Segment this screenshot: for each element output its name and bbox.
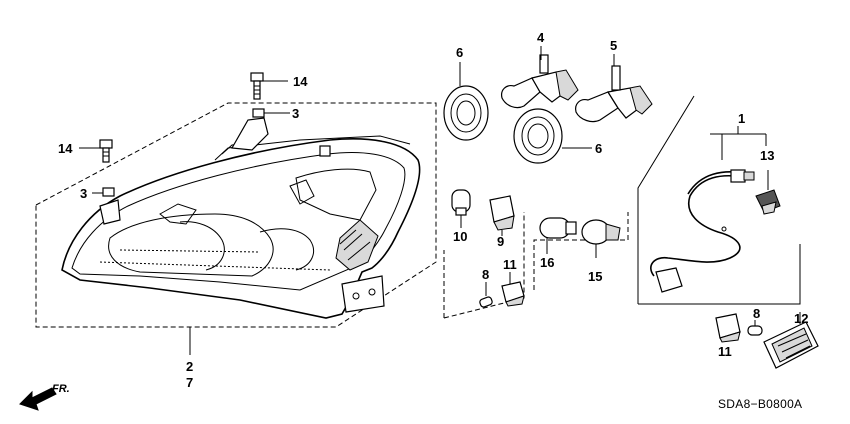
socket-11-lower <box>715 313 741 343</box>
headlight-bulb-5 <box>575 54 653 123</box>
clip-3-top <box>252 108 290 118</box>
clip-13 <box>755 170 781 215</box>
callout-3-left: 3 <box>80 186 87 201</box>
callout-13: 13 <box>760 148 774 163</box>
callout-8-lower: 8 <box>753 306 760 321</box>
harness-frame <box>637 95 801 305</box>
callout-14-left: 14 <box>58 141 73 156</box>
callout-1: 1 <box>738 111 745 126</box>
callout-14-top: 14 <box>293 74 308 89</box>
headlight-bulb-4 <box>501 46 579 109</box>
bulb-10 <box>451 189 471 228</box>
callout-16: 16 <box>540 255 554 270</box>
headlight-housing <box>61 117 421 319</box>
dust-seal-6-lower <box>513 108 592 164</box>
socket-11-middle <box>501 272 525 307</box>
callout-5: 5 <box>610 38 617 53</box>
callout-12: 12 <box>794 311 808 326</box>
callout-6-upper: 6 <box>456 45 463 60</box>
front-direction-arrow-icon <box>19 387 57 411</box>
bulb-16 <box>539 217 577 254</box>
clip-3-left <box>92 187 115 197</box>
callout-6-lower: 6 <box>595 141 602 156</box>
callout-7: 7 <box>186 375 193 390</box>
callout-4: 4 <box>537 30 545 45</box>
bolt-14-top <box>250 72 288 100</box>
bulb-8-lower <box>747 320 763 336</box>
bulb-8-middle <box>479 282 493 308</box>
diagram-code: SDA8−B0800A <box>718 397 802 411</box>
callout-2: 2 <box>186 359 193 374</box>
wire-harness-1 <box>650 126 767 293</box>
dust-seal-6-upper <box>443 62 489 141</box>
side-marker-12 <box>763 312 819 369</box>
callout-15: 15 <box>588 269 602 284</box>
callout-11-middle: 11 <box>503 257 517 272</box>
callout-10: 10 <box>453 229 467 244</box>
callout-11-lower: 11 <box>718 344 732 359</box>
bolt-14-left <box>79 139 113 163</box>
front-direction-label: FR. <box>52 383 70 395</box>
sub-frame-16-15 <box>533 212 629 290</box>
socket-9 <box>489 195 515 236</box>
callout-8-middle: 8 <box>482 267 489 282</box>
headlight-assembly-frame <box>35 102 437 328</box>
callout-3-top: 3 <box>292 106 299 121</box>
socket-15 <box>581 219 621 258</box>
callout-9: 9 <box>497 234 504 249</box>
